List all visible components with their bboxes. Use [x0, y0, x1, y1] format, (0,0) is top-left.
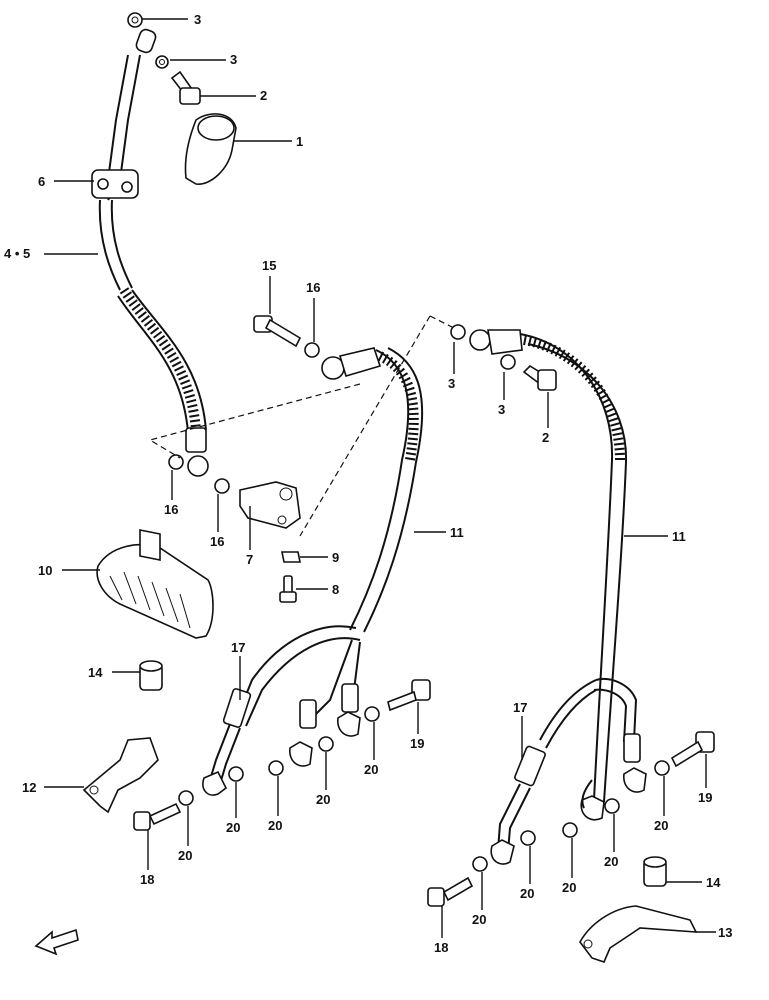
callout-13: 13: [718, 925, 732, 940]
callout-17: 17: [513, 700, 527, 715]
bleeder-valve: [281, 551, 301, 563]
callout-15: 15: [262, 258, 276, 273]
callout-19: 19: [698, 790, 712, 805]
callout-20: 20: [654, 818, 668, 833]
banjo-bolt-top: [155, 55, 201, 105]
callout-1: 1: [296, 134, 303, 149]
leader-lines: [44, 18, 716, 938]
callout-16: 16: [210, 534, 224, 549]
callout-19: 19: [410, 736, 424, 751]
callout-14: 14: [88, 665, 103, 680]
callout-labels: 3 3 2 1 6 4 • 5 15 16 3 3 2 16 16 7 9 8 …: [4, 12, 732, 955]
callout-20: 20: [178, 848, 192, 863]
brake-hose-right-11: [490, 333, 647, 865]
callout-20: 20: [604, 854, 618, 869]
callout-9: 9: [332, 550, 339, 565]
cap: [184, 113, 237, 185]
callout-11: 11: [450, 525, 464, 540]
callout-3: 3: [230, 52, 237, 67]
callout-20: 20: [562, 880, 576, 895]
callout-8: 8: [332, 582, 339, 597]
brake-hose-left-11: [202, 347, 424, 796]
callout-7: 7: [246, 552, 253, 567]
bleeder-screw: [279, 575, 297, 603]
brake-hose-upper: [91, 12, 207, 453]
callout-16: 16: [164, 502, 178, 517]
callout-17: 17: [231, 640, 245, 655]
hose-bracket-right: [579, 905, 698, 963]
callout-20: 20: [268, 818, 282, 833]
banjo-bolt-15: [253, 315, 382, 380]
callout-2: 2: [260, 88, 267, 103]
callout-18: 18: [434, 940, 448, 955]
callout-10: 10: [38, 563, 52, 578]
callout-11: 11: [672, 529, 686, 544]
callout-14: 14: [706, 875, 721, 890]
callout-3: 3: [194, 12, 201, 27]
callout-4-5: 4 • 5: [4, 246, 30, 261]
arrow-left-icon: [34, 928, 79, 956]
callout-3: 3: [448, 376, 455, 391]
callout-20: 20: [364, 762, 378, 777]
callout-20: 20: [520, 886, 534, 901]
junction-left: [168, 454, 301, 529]
bolts-and-washers: [133, 679, 715, 907]
callout-18: 18: [140, 872, 154, 887]
callout-12: 12: [22, 780, 36, 795]
callout-3: 3: [498, 402, 505, 417]
dust-cap-right: [643, 856, 667, 887]
caliper-cover: [96, 529, 214, 639]
assembly-guide-lines: [148, 315, 459, 537]
callout-20: 20: [226, 820, 240, 835]
callout-16: 16: [306, 280, 320, 295]
hose-bracket-left: [82, 737, 159, 814]
junction-right: [450, 324, 557, 391]
callout-2: 2: [542, 430, 549, 445]
dust-cap-left: [139, 660, 163, 691]
callout-20: 20: [316, 792, 330, 807]
callout-6: 6: [38, 174, 45, 189]
callout-20: 20: [472, 912, 486, 927]
